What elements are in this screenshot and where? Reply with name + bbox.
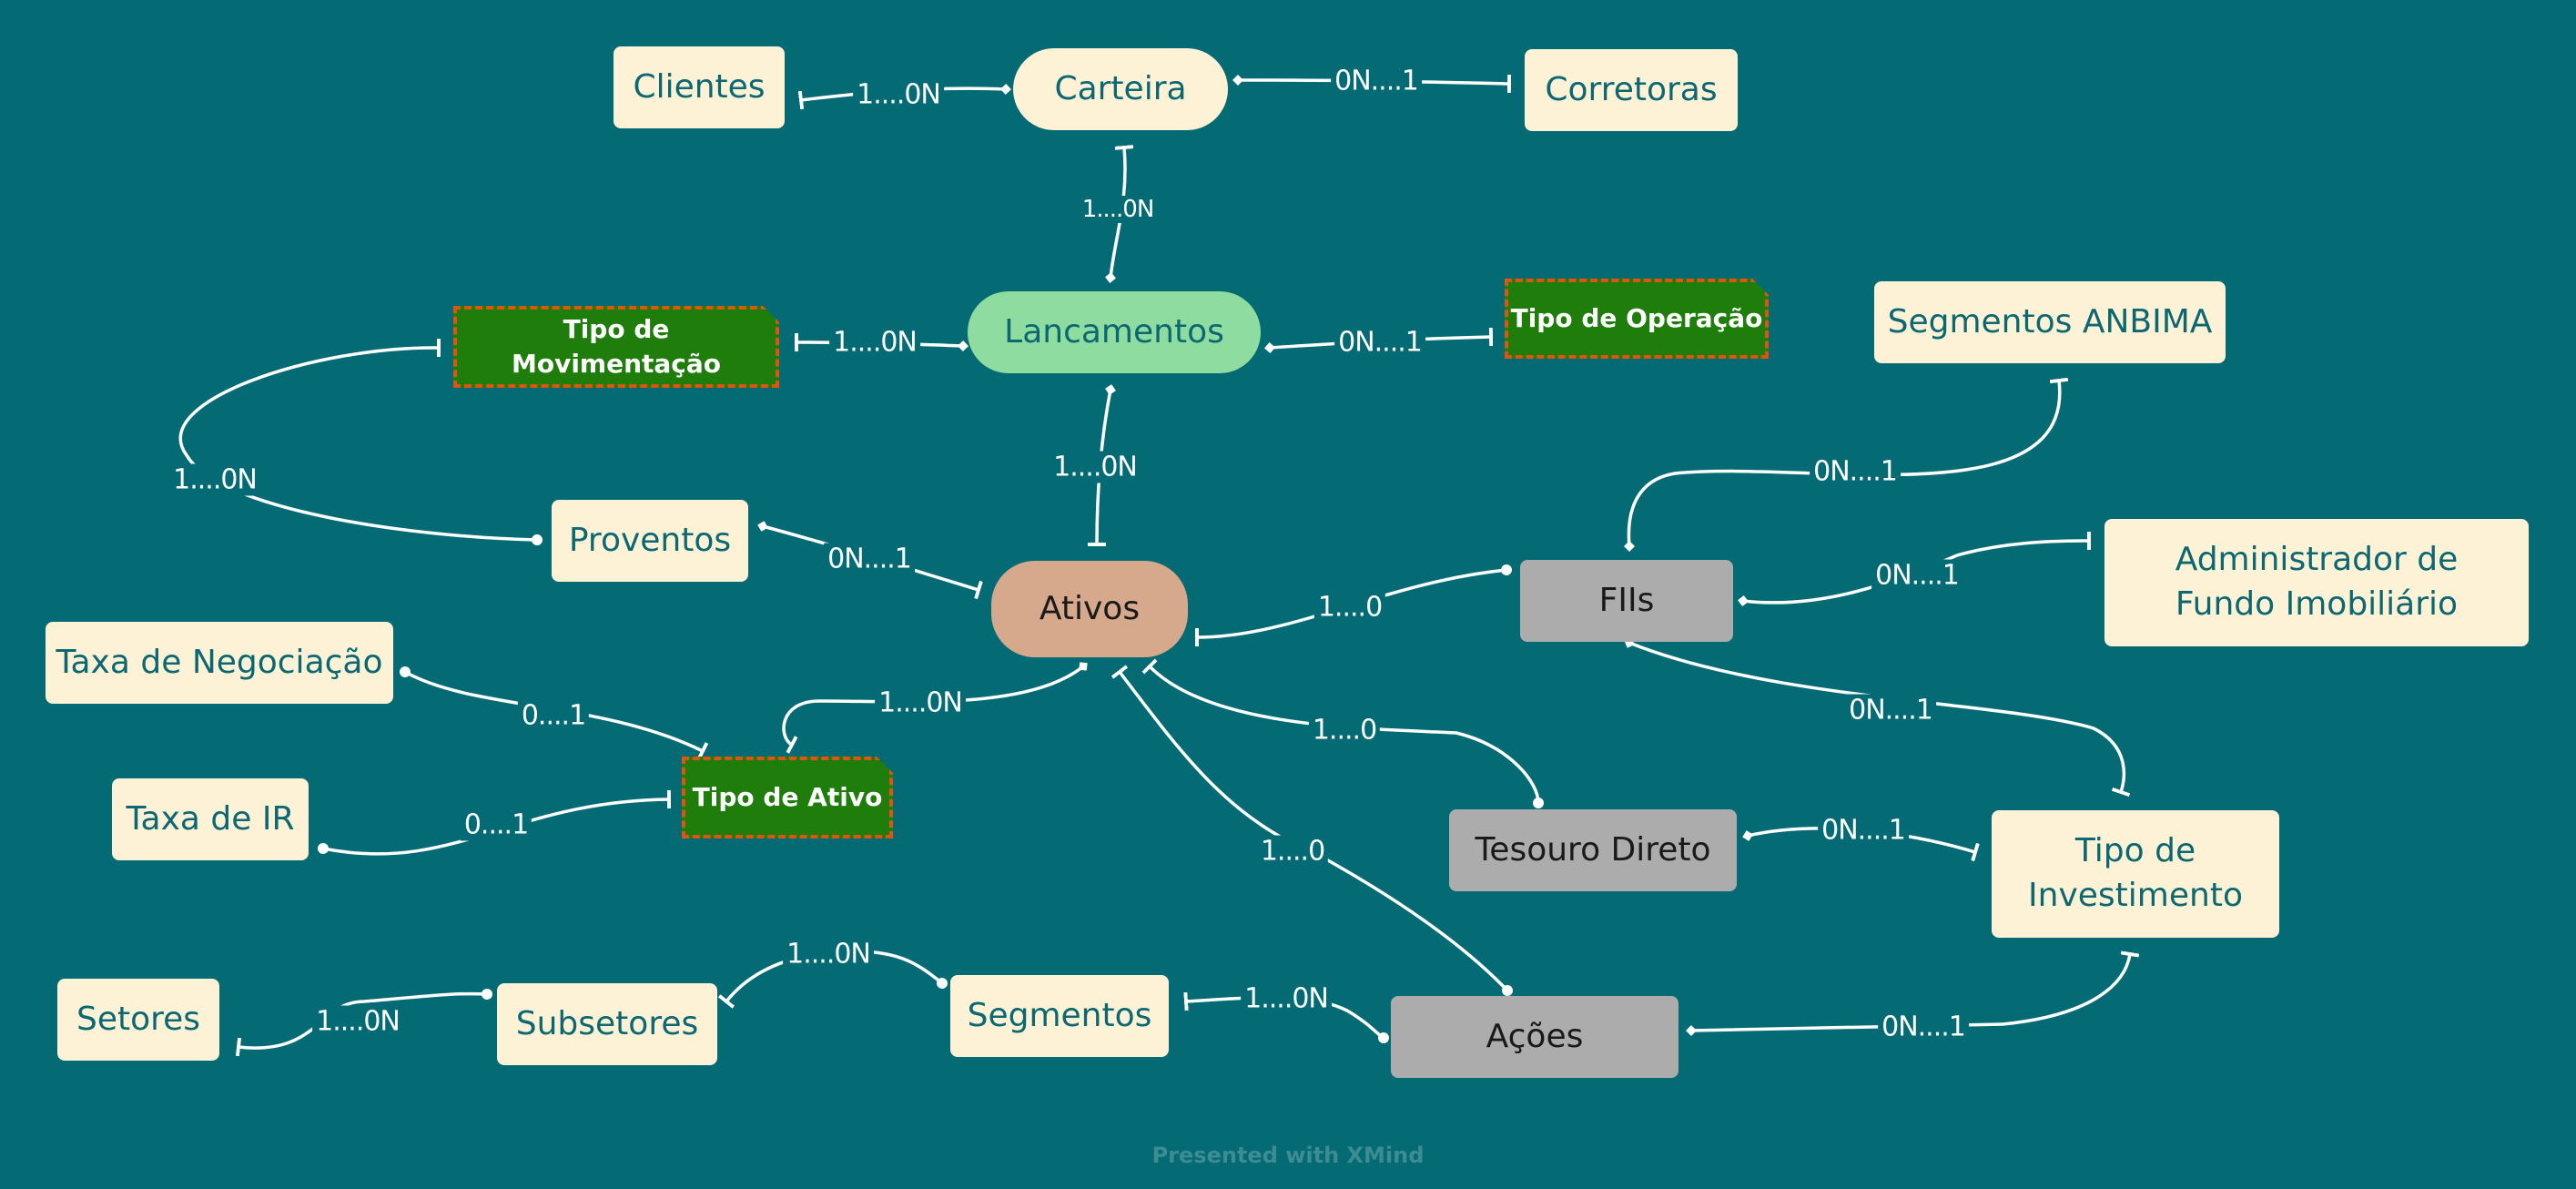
line-fiis-administrador: [1738, 531, 2092, 606]
entity-label: Proventos: [568, 521, 732, 559]
entity-administrador[interactable]: Administrador de Fundo Imobiliário: [2104, 519, 2529, 646]
rel-carteira-lancamentos: 1....0N: [1078, 196, 1158, 223]
entity-carteira[interactable]: Carteira: [1013, 48, 1228, 130]
rel-tipo-ativo-ativos: 1....0N: [875, 686, 966, 719]
entity-corretoras[interactable]: Corretoras: [1525, 49, 1738, 131]
entity-label: Carteira: [1054, 69, 1187, 107]
rel-ativos-fiis: 1....0: [1313, 591, 1386, 624]
rel-setores-subsetores: 1....0N: [312, 1005, 403, 1038]
entity-segmentos-anbima[interactable]: Segmentos ANBIMA: [1874, 281, 2226, 363]
entity-label: Tesouro Direto: [1475, 830, 1711, 869]
entity-label: Ativos: [1039, 589, 1141, 627]
entity-label: FIIs: [1598, 581, 1655, 619]
entity-label: Tipo de Investimento: [2028, 832, 2243, 914]
entity-tipo-ativo[interactable]: Tipo de Ativo: [682, 757, 893, 838]
entity-label: Lancamentos: [1004, 312, 1224, 351]
entity-fiis[interactable]: FIIs: [1520, 560, 1733, 642]
entity-label: Setores: [76, 1000, 201, 1038]
entity-label: Segmentos: [967, 996, 1152, 1034]
rel-fiis-tipo-investimento: 0N....1: [1845, 694, 1936, 727]
entity-label: Taxa de IR: [126, 799, 295, 838]
line-setores-subsetores: [235, 989, 492, 1057]
rel-movimentacao-proventos: 1....0N: [169, 463, 260, 496]
footer-credit: Presented with XMind: [1151, 1143, 1425, 1168]
entity-subsetores[interactable]: Subsetores: [497, 983, 717, 1065]
entity-proventos[interactable]: Proventos: [552, 500, 748, 582]
entity-label: Taxa de Negociação: [56, 643, 383, 681]
rel-acoes-tipo-investimento: 0N....1: [1878, 1011, 1969, 1043]
rel-taxa-negociacao-tipo-ativo: 0....1: [517, 699, 590, 732]
line-movimentacao-proventos: [178, 338, 543, 545]
rel-lancamentos-operacao: 0N....1: [1334, 326, 1425, 359]
rel-tesouro-tipo-investimento: 0N....1: [1818, 814, 1909, 847]
rel-clientes-carteira: 1....0N: [853, 78, 944, 111]
entity-label: Clientes: [633, 67, 766, 106]
entity-label: Corretoras: [1545, 70, 1718, 108]
rel-movimentacao-lancamentos: 1....0N: [829, 326, 920, 359]
entity-label: Subsetores: [515, 1004, 699, 1042]
entity-tipo-movimentacao[interactable]: Tipo de Movimentação: [453, 306, 779, 388]
rel-segmentos-acoes: 1....0N: [1241, 982, 1332, 1015]
entity-taxa-ir[interactable]: Taxa de IR: [112, 778, 309, 860]
entity-label: Tipo de Ativo: [692, 782, 883, 813]
entity-acoes[interactable]: Ações: [1391, 996, 1678, 1078]
rel-taxa-ir-tipo-ativo: 0....1: [460, 808, 532, 841]
entity-tesouro-direto[interactable]: Tesouro Direto: [1449, 809, 1737, 891]
line-tipo-ativo-ativos: [782, 662, 1088, 754]
entity-label: Tipo de Movimentação: [511, 314, 722, 379]
rel-ativos-tesouro: 1....0: [1308, 714, 1381, 747]
rel-carteira-corretoras: 0N....1: [1331, 65, 1422, 97]
entity-label: Administrador de Fundo Imobiliário: [2175, 541, 2459, 623]
entity-tipo-investimento[interactable]: Tipo de Investimento: [1992, 810, 2279, 938]
rel-anbima-fiis: 0N....1: [1810, 455, 1901, 488]
entity-ativos[interactable]: Ativos: [991, 561, 1188, 657]
entity-setores[interactable]: Setores: [57, 979, 219, 1061]
entity-clientes[interactable]: Clientes: [614, 46, 785, 128]
rel-lancamentos-ativos: 1....0N: [1050, 451, 1141, 483]
entity-label: Segmentos ANBIMA: [1887, 302, 2213, 340]
rel-subsetores-segmentos: 1....0N: [783, 938, 874, 971]
line-fiis-tipo-investimento: [1624, 637, 2131, 798]
entity-tipo-operacao[interactable]: Tipo de Operação: [1505, 279, 1769, 359]
line-anbima-fiis: [1624, 377, 2069, 552]
entity-taxa-negociacao[interactable]: Taxa de Negociação: [46, 622, 393, 704]
line-acoes-tipo-investimento: [1686, 950, 2140, 1036]
entity-label: Ações: [1486, 1017, 1584, 1055]
rel-fiis-administrador: 0N....1: [1871, 559, 1962, 592]
rel-ativos-acoes: 1....0: [1256, 835, 1329, 868]
entity-segmentos[interactable]: Segmentos: [950, 975, 1169, 1057]
rel-proventos-ativos: 0N....1: [824, 543, 915, 575]
entity-label: Tipo de Operação: [1510, 303, 1763, 334]
entity-lancamentos[interactable]: Lancamentos: [968, 291, 1261, 373]
